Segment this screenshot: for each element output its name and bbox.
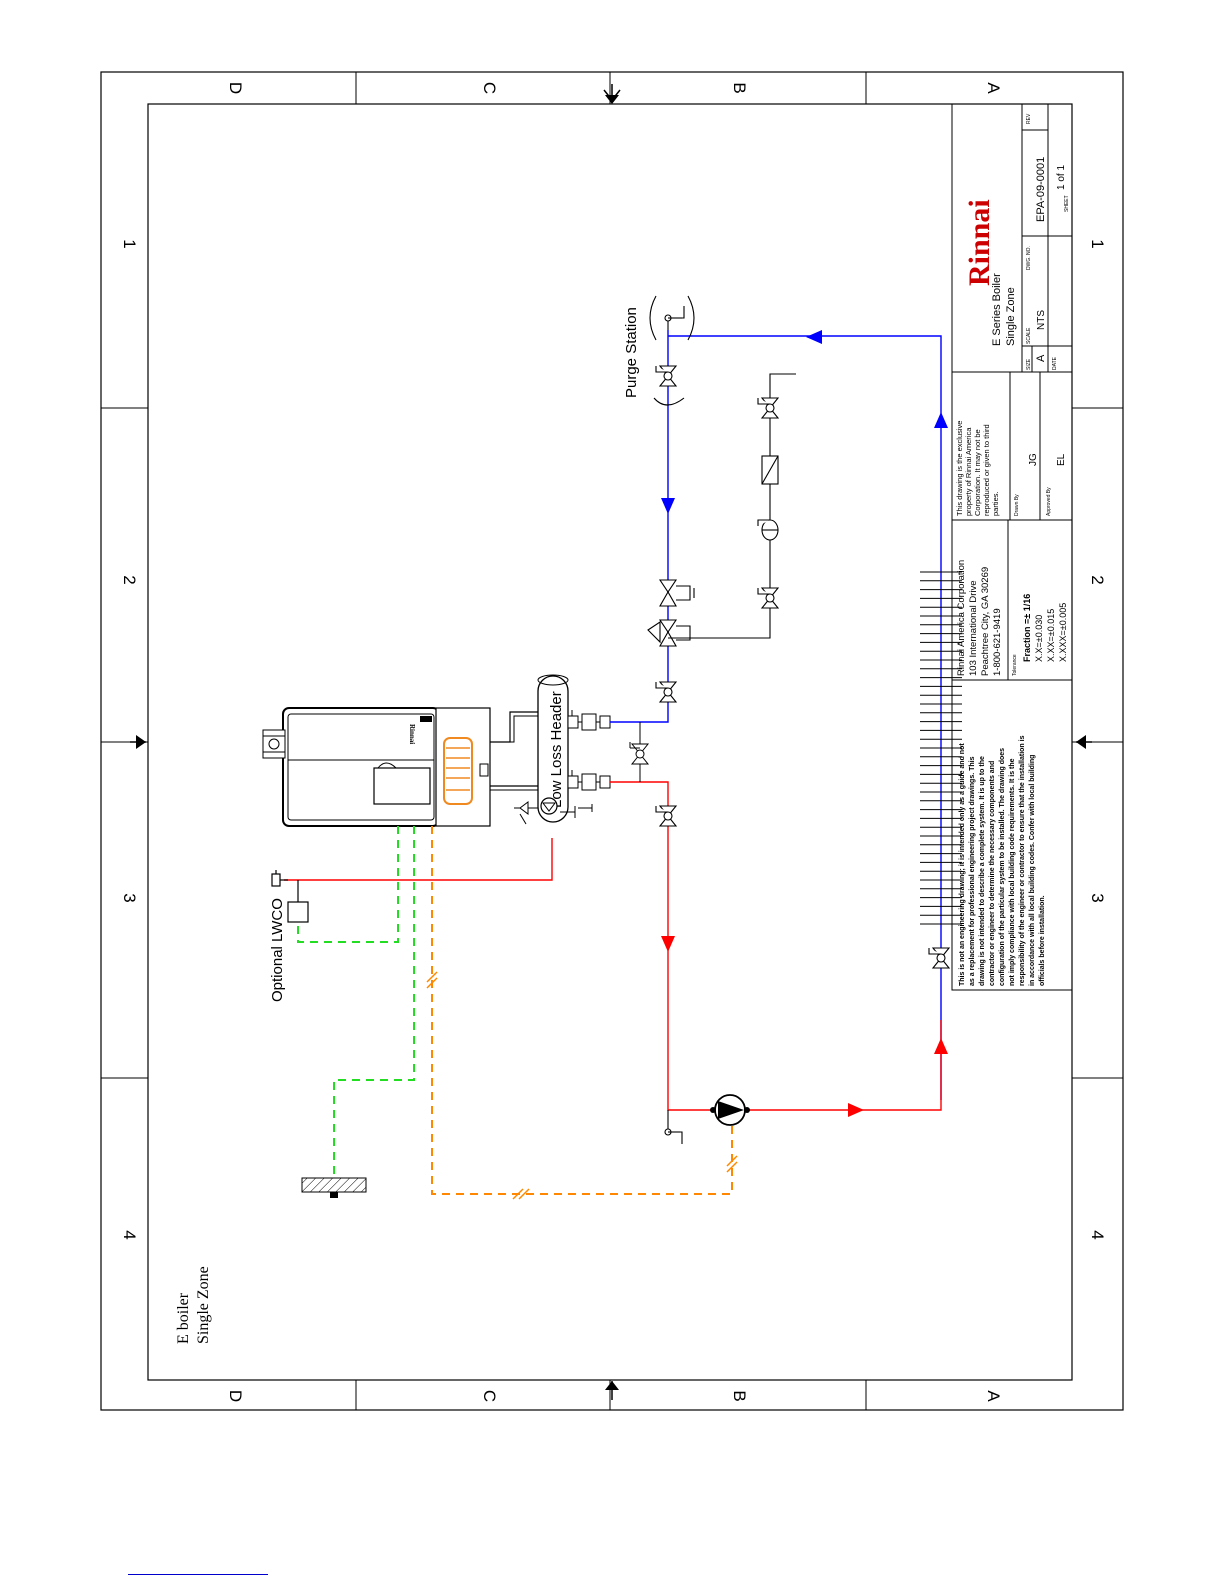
column-right-1: 1 [1088,239,1107,248]
address-line: Peachtree City, GA 30269 [980,567,991,676]
size-value: A [1035,354,1047,362]
disclaimer-line: officials before installation. [1039,895,1046,986]
approved-by-value: EL [1056,453,1067,466]
property-line: reproduced or given to third [982,424,991,516]
tb-title-line1: E Series Boiler [991,273,1003,346]
zone-top-a: A [984,82,1003,94]
column-left-2: 2 [120,575,139,584]
zone-top-b: B [730,82,749,93]
zone-bottom-a: A [984,1390,1003,1402]
drawing-border [100,71,1124,1411]
isolation-valves [655,365,951,969]
diagram-title-line2: Single Zone [195,1266,212,1344]
expansion-tank [443,737,473,805]
column-left-3: 3 [120,893,139,902]
tolerance-line: X.XXX=±0.005 [1058,603,1068,662]
header-fittings [567,710,611,791]
power-wiring-marks [426,971,738,1200]
bypass-valve [629,722,650,782]
boiler-badge: Rinnai [408,724,416,744]
property-line: property of Rinnai America [964,427,973,516]
header-air-separator [514,797,593,825]
drawn-by-label: Drawn By [1014,494,1020,516]
address-line: Rinnai America Corporation [956,560,967,676]
drawn-by-value: JG [1028,453,1039,466]
low-loss-header-label: Low Loss Header [548,691,565,808]
dwg-no-value: EPA-09-0001 [1035,157,1047,222]
address-line: 103 International Drive [968,580,979,676]
boiler-unit [262,707,540,827]
column-left-1: 1 [120,239,139,248]
property-line: Corporation. It may not be [973,429,982,516]
tolerance-label: Tolerance [1012,654,1018,676]
supply-piping [284,781,942,1111]
supply-drain [664,1110,683,1144]
address-line: 1-800-621-9419 [992,608,1003,676]
supply-flow-arrows [661,936,948,1117]
makeup-water-line [668,373,796,639]
diagram-title-line1: E boiler [175,1292,192,1344]
zone-top-c: C [480,82,499,94]
zone-labels: D C B A D C B A 1 2 3 4 1 2 3 4 [120,82,1107,1402]
return-strainers [647,579,695,647]
column-right-3: 3 [1088,893,1107,902]
purge-station [649,295,695,406]
lwco-device [271,870,309,923]
date-label: DATE [1052,356,1058,370]
property-line: This drawing is the exclusive [955,421,964,516]
company-address: Rinnai America Corporation 103 Internati… [956,560,1003,676]
size-label: SIZE [1026,358,1032,370]
zone-bottom-c: C [480,1390,499,1402]
tolerance-line: X.XX=±0.015 [1046,609,1056,662]
low-loss-header [537,674,569,823]
tolerance-line: Fraction =± 1/16 [1022,594,1032,662]
power-wiring [431,826,733,1195]
return-piping [610,330,942,1100]
rinnai-logo: Rinnai [963,199,996,286]
return-flow-arrows [661,330,948,514]
control-wiring [297,826,415,1178]
sheet-label: SHEET [1064,195,1070,212]
disclaimer-line: in accordance with all local building co… [1029,755,1036,986]
tolerance-line: X.X=±0.030 [1034,615,1044,662]
approved-by-label: Approved By [1046,487,1052,516]
property-note: This drawing is the exclusive property o… [955,421,1000,516]
scale-label: SCALE [1026,327,1032,344]
disclaimer-line: responsibility of the engineer or contra… [1019,735,1026,986]
lwco-label: Optional LWCO [269,898,286,1002]
title-block [951,103,1073,991]
radiator-fins [920,571,962,925]
disclaimer-line: This is not an engineering drawing; it i… [959,743,966,986]
disclaimer-line: not imply compliance with local building… [1009,758,1016,986]
scale-value: NTS [1036,310,1047,330]
thermostat [301,1177,367,1198]
zone-bottom-b: B [730,1390,749,1401]
property-line: parties. [991,491,1000,516]
footer-link-underline [128,1574,268,1575]
column-left-4: 4 [120,1230,139,1239]
column-right-2: 2 [1088,575,1107,584]
disclaimer-line: configuration of the particular system t… [999,748,1006,986]
rev-label: REV [1026,113,1032,124]
disclaimer-line: as a replacement for professional engine… [969,756,976,986]
circulator-pump [710,1094,750,1126]
column-right-4: 4 [1088,1230,1107,1239]
disclaimer-note: This is not an engineering drawing; it i… [959,735,1046,986]
dwg-no-label: DWG. NO. [1026,246,1032,270]
zone-bottom-d: D [226,1390,245,1402]
zone-top-d: D [226,82,245,94]
sheet-value: 1 of 1 [1056,165,1067,190]
tb-title-line2: Single Zone [1005,287,1017,346]
disclaimer-line: drawing is not intended to describe a co… [979,756,986,986]
purge-station-label: Purge Station [623,307,640,398]
tolerance-values: Fraction =± 1/16 X.X=±0.030 X.XX=±0.015 … [1022,594,1068,662]
disclaimer-line: contractor or engineer to determine the … [989,761,996,986]
